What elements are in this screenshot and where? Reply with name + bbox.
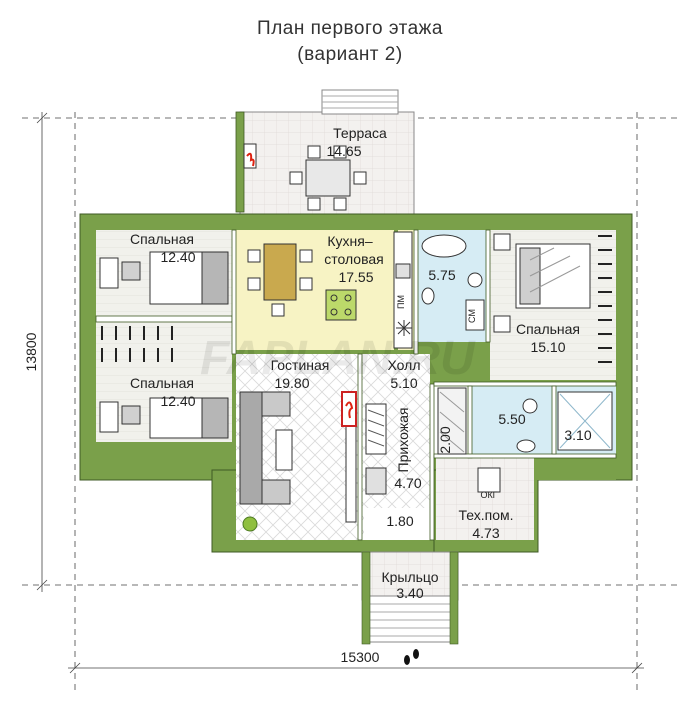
terrace-area: 14.65 xyxy=(326,143,361,159)
entrance-footsteps-icon xyxy=(404,649,419,665)
bedroom-bottom-furniture xyxy=(99,397,229,439)
closet-shelves xyxy=(437,387,467,455)
bathtub-icon xyxy=(421,234,467,258)
terrace xyxy=(235,89,415,219)
tech-area: 4.73 xyxy=(472,525,499,541)
bedroom-right-name: Спальная xyxy=(516,321,580,337)
bedroom-top-furniture xyxy=(99,251,229,305)
bedroom-2-name: Спальная xyxy=(130,375,194,391)
washing-machine-label: СМ xyxy=(467,309,477,323)
vestibule-area: 1.80 xyxy=(386,513,413,529)
kitchen-name-2: столовая xyxy=(324,251,384,267)
bedroom-1-area: 12.40 xyxy=(160,249,195,265)
wc-sink-icon xyxy=(516,439,536,453)
plan-subtitle: (вариант 2) xyxy=(297,44,403,65)
hall-name: Холл xyxy=(388,357,421,373)
plan-title: План первого этажа xyxy=(257,18,443,39)
entry-name: Прихожая xyxy=(395,408,411,473)
wardrobe-left xyxy=(101,326,173,362)
terrace-name: Терраса xyxy=(333,125,387,141)
entry-area: 4.70 xyxy=(394,475,421,491)
plant-icon xyxy=(242,516,258,532)
tech-name: Тех.пом. xyxy=(458,507,513,523)
porch-name: Крыльцо xyxy=(381,569,438,585)
sofa-icon xyxy=(239,391,291,505)
living-name: Гостиная xyxy=(271,357,330,373)
width-dimension: 15300 xyxy=(341,649,380,665)
living-area: 19.80 xyxy=(274,375,309,391)
watermark: FAPLAN.RU xyxy=(200,332,476,385)
bedroom-1-name: Спальная xyxy=(130,231,194,247)
kitchen-counter xyxy=(393,231,413,349)
interior-walls xyxy=(95,229,617,541)
stove-icon xyxy=(341,391,357,427)
wc-area: 5.50 xyxy=(498,411,525,427)
dishwasher-label: ПМ xyxy=(396,295,406,309)
bath-sink-icon xyxy=(467,272,483,288)
boiler-label: ОКГ xyxy=(480,490,497,500)
toilet-icon xyxy=(421,287,435,305)
entry-cabinet xyxy=(365,467,387,495)
dimension-lines xyxy=(22,112,680,690)
closet-area: 2.00 xyxy=(437,426,453,453)
room-labels: Терраса 14.65 Спальная 12.40 Кухня– стол… xyxy=(130,125,592,601)
kitchen-name-1: Кухня– xyxy=(327,233,372,249)
wardrobe-right xyxy=(598,235,612,363)
height-dimension: 13800 xyxy=(23,332,39,371)
porch xyxy=(361,551,459,643)
terrace-dining-set xyxy=(289,145,367,211)
wc-toilet-icon xyxy=(522,398,538,414)
kitchen-floor xyxy=(236,230,394,350)
hall-area: 5.10 xyxy=(390,375,417,391)
porch-area: 3.40 xyxy=(396,585,423,601)
boiler-icon xyxy=(477,467,501,493)
bath-area: 5.75 xyxy=(428,267,455,283)
coffee-table xyxy=(275,429,293,471)
kitchen-area: 17.55 xyxy=(338,269,373,285)
bedroom-2-area: 12.40 xyxy=(160,393,195,409)
sink-icon xyxy=(395,263,411,279)
kitchen-dining-set xyxy=(247,243,313,317)
tv-stand xyxy=(345,411,357,523)
shower-area: 3.10 xyxy=(564,427,591,443)
washing-machine-icon xyxy=(465,299,485,331)
shoe-rack xyxy=(365,403,387,455)
bedroom-right-area: 15.10 xyxy=(530,339,565,355)
cooktop-icon xyxy=(325,289,357,321)
